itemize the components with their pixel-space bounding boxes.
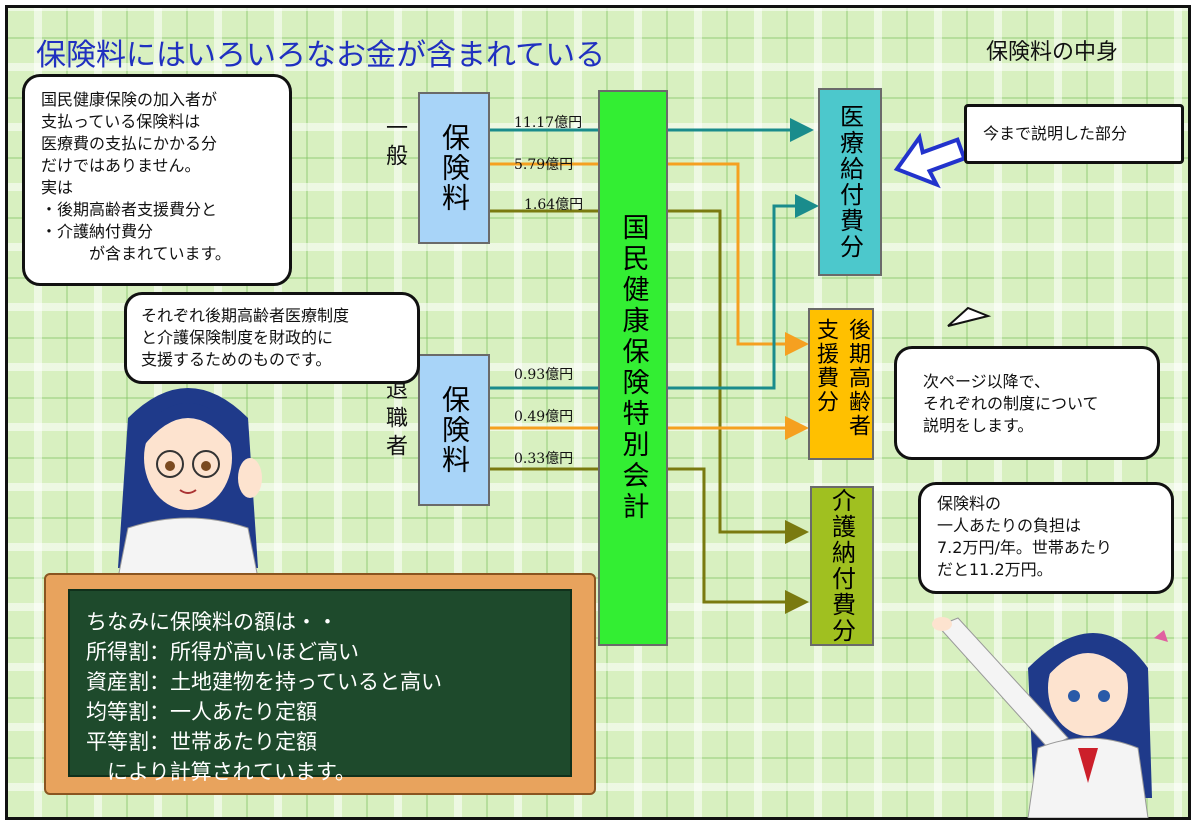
- premium-label-retired: 保険料: [438, 385, 471, 475]
- speech-text-purpose: それぞれ後期高齢者医療制度 と介護保険制度を財政的に 支援するためのものです。: [141, 306, 350, 369]
- dest-box-care: 介護納付費分: [810, 486, 874, 646]
- dest-box-medical: 医療給付費分: [818, 88, 882, 276]
- premium-box-retired: 保険料: [418, 354, 490, 506]
- speech-text-next: 次ページ以降で、 それぞれの制度について 説明をします。: [923, 372, 1099, 435]
- chalkboard-surface: ちなみに保険料の額は・・ 所得割：所得が高いほど高い 資産割：土地建物を持ってい…: [68, 589, 572, 784]
- speech-text-intro: 国民健康保険の加入者が 支払っている保険料は 医療費の支払にかかる分 だけではあ…: [41, 90, 231, 263]
- character-glasses-girl: [117, 388, 262, 578]
- callout-explained: 今まで説明した部分: [964, 104, 1184, 164]
- chalkboard: ちなみに保険料の額は・・ 所得割：所得が高いほど高い 資産割：土地建物を持ってい…: [44, 573, 596, 795]
- page-title: 保険料にはいろいろなお金が含まれている: [36, 38, 606, 73]
- page-subtitle: 保険料の中身: [986, 40, 1119, 65]
- dest-label-medical: 医療給付費分: [835, 104, 864, 260]
- comic-panel: 保険料にはいろいろなお金が含まれている 保険料の中身 一般 退職者 保険料 保険…: [5, 5, 1191, 820]
- special-account-label: 国民健康保険特別会計: [617, 213, 649, 523]
- speech-text-burden: 保険料の 一人あたりの負担は 7.2万円/年。世帯あたり だと11.2万円。: [937, 494, 1112, 579]
- dest-label-elderly: 後期高齢者支援費分: [813, 318, 870, 438]
- chalkboard-text: ちなみに保険料の額は・・ 所得割：所得が高いほど高い 資産割：土地建物を持ってい…: [86, 610, 442, 784]
- speech-bubble-intro: 国民健康保険の加入者が 支払っている保険料は 医療費の支払にかかる分 だけではあ…: [22, 74, 292, 286]
- character-sailor-girl: [932, 617, 1168, 818]
- flow-label-general-elderly: 5.79億円: [514, 157, 574, 173]
- side-label-retired: 退職者: [382, 378, 407, 462]
- flow-line-retired-care: [488, 467, 809, 614]
- flow-label-retired-care: 0.33億円: [514, 451, 574, 467]
- flow-arrows: [488, 118, 992, 614]
- dest-label-care: 介護納付費分: [827, 488, 856, 644]
- flow-label-general-medical: 11.17億円: [514, 115, 583, 131]
- flow-label-general-care: 1.64億円: [524, 197, 584, 213]
- flow-label-retired-medical: 0.93億円: [514, 367, 574, 383]
- speech-bubble-burden: 保険料の 一人あたりの負担は 7.2万円/年。世帯あたり だと11.2万円。: [918, 482, 1174, 594]
- premium-label-general: 保険料: [438, 123, 471, 213]
- callout-explained-text: 今まで説明した部分: [983, 124, 1128, 143]
- speech-bubble-purpose: それぞれ後期高齢者医療制度 と介護保険制度を財政的に 支援するためのものです。: [124, 292, 420, 384]
- side-label-general: 一般: [382, 116, 407, 172]
- speech-bubble-next: 次ページ以降で、 それぞれの制度について 説明をします。: [894, 346, 1160, 460]
- flow-label-retired-elderly: 0.49億円: [514, 409, 574, 425]
- premium-box-general: 保険料: [418, 92, 490, 244]
- special-account-box: 国民健康保険特別会計: [598, 90, 668, 646]
- big-arrow-icon: [893, 132, 967, 189]
- dest-box-elderly: 後期高齢者支援費分: [808, 308, 874, 460]
